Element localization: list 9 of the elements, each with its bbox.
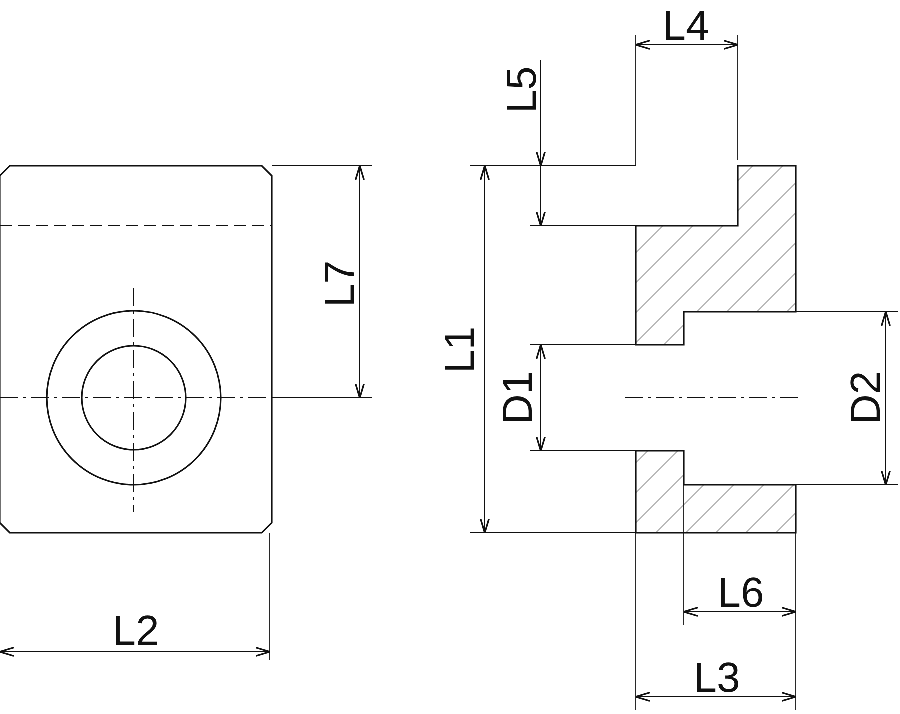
dimension-label: L4 (662, 5, 710, 47)
dimension-label: L7 (319, 260, 361, 308)
dimension-label: D1 (497, 371, 539, 425)
dimension-label: D2 (845, 371, 887, 425)
dimension-label: L1 (439, 326, 481, 374)
dimension-label: L3 (694, 657, 740, 699)
dimension-label: L5 (501, 66, 543, 114)
dimension-label: L2 (112, 610, 160, 652)
dimension-label: L6 (718, 572, 764, 614)
